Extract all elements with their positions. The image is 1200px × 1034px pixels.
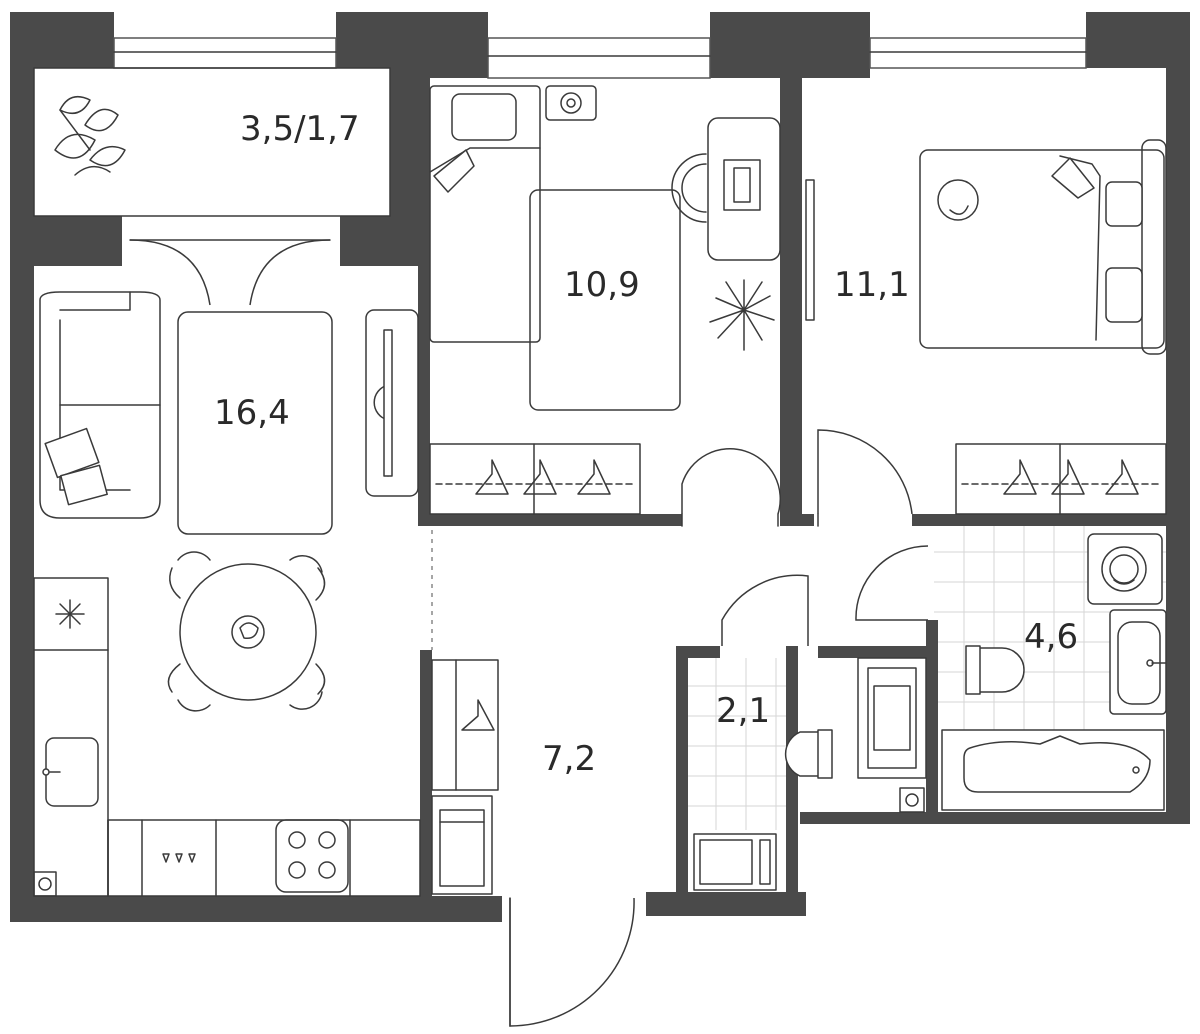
living-kitchen [33, 291, 433, 897]
mirror [805, 179, 815, 321]
shoe-cabinet [431, 795, 493, 895]
bedroom2-area-label: 11,1 [834, 265, 910, 305]
kitchen-counters [33, 577, 421, 897]
bedroom1-area-label: 10,9 [564, 265, 640, 305]
bedroom-2 [805, 139, 1167, 527]
wardrobe [955, 443, 1167, 515]
walls [10, 12, 1190, 922]
bathroom-sink [1109, 609, 1167, 715]
tv-stand [365, 309, 419, 497]
balcony [33, 67, 391, 306]
utility-cabinet [857, 657, 927, 813]
hallway-area-label: 7,2 [542, 739, 596, 779]
washing-machine [1087, 533, 1163, 605]
living-area-label: 16,4 [214, 393, 290, 433]
hall-wardrobe [431, 659, 499, 791]
wc-area-label: 2,1 [716, 691, 770, 731]
stove [275, 819, 349, 893]
nightstand [545, 85, 597, 121]
wc [688, 657, 927, 891]
boiler [33, 871, 57, 897]
bedroom-1 [429, 85, 781, 527]
hallway [431, 545, 929, 1027]
snowflake-icon [55, 599, 85, 629]
sofa [39, 291, 161, 519]
plant-icon [709, 279, 775, 351]
bathroom [934, 526, 1167, 811]
rug [529, 189, 681, 411]
double-bed [919, 139, 1167, 355]
dining-table [167, 551, 326, 712]
toilet [965, 645, 1025, 695]
single-bed [429, 85, 541, 343]
washer [693, 833, 777, 891]
balcony-area-label: 3,5/1,7 [240, 109, 360, 149]
wardrobe [429, 443, 641, 515]
bathroom-area-label: 4,6 [1024, 617, 1078, 657]
rug [177, 311, 333, 535]
toilet [784, 729, 833, 779]
kitchen-sink [42, 737, 99, 807]
plant-icon [54, 95, 126, 176]
wc-tiles [688, 658, 786, 830]
bathtub [941, 729, 1165, 811]
desk [671, 117, 781, 261]
dishwasher [162, 853, 196, 863]
windows [113, 37, 1087, 79]
